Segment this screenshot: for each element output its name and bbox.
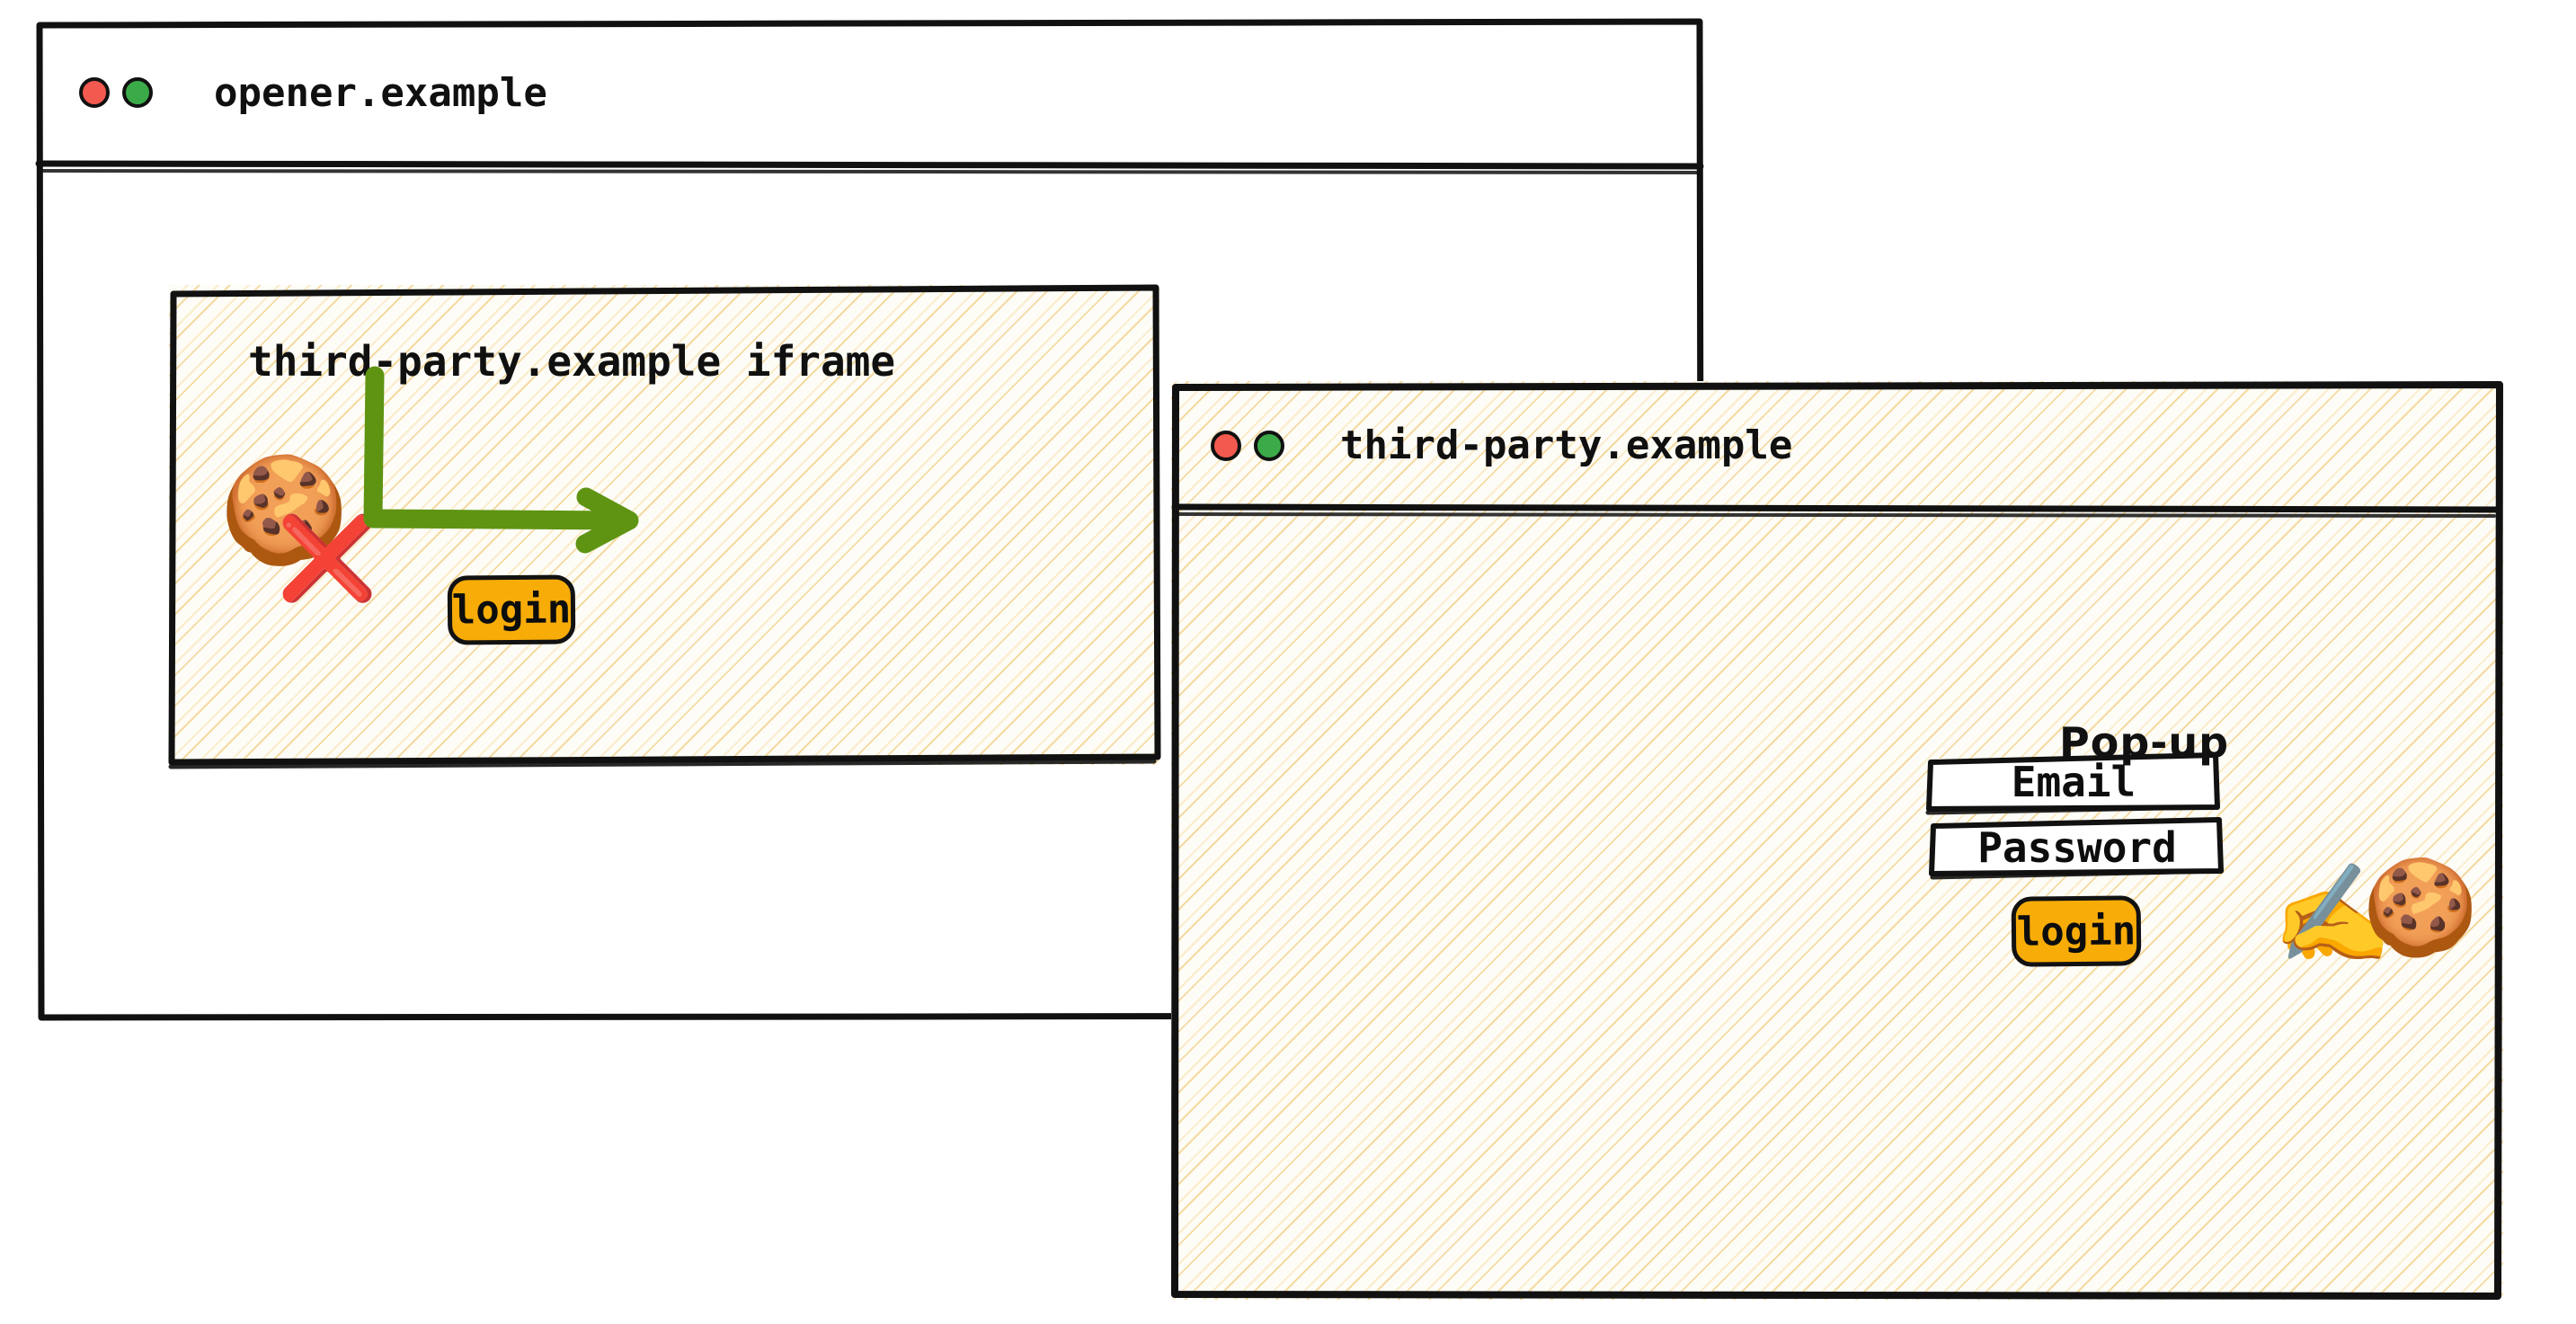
popup-hatched-surface bbox=[1171, 381, 2503, 1300]
popup-caption-label: Pop-up bbox=[2059, 718, 2230, 767]
writing-hand-icon: ✍️ bbox=[2272, 858, 2394, 971]
cookie-icon: 🍪 bbox=[2362, 852, 2479, 962]
popup-titlebar: third-party.example bbox=[1171, 381, 2503, 510]
third-party-popup-window: third-party.example Email Password bbox=[1171, 381, 2503, 1300]
close-dot-icon[interactable] bbox=[1211, 430, 1241, 461]
popup-traffic-lights bbox=[1211, 430, 1284, 461]
email-field-label: Email bbox=[2011, 758, 2136, 806]
opener-titlebar: opener.example bbox=[36, 20, 1703, 165]
popup-window-title: third-party.example bbox=[1340, 422, 1793, 468]
opener-window-title: opener.example bbox=[214, 69, 547, 116]
close-dot-icon[interactable] bbox=[79, 77, 110, 108]
cookie-icon: 🍪 bbox=[219, 449, 350, 571]
password-field[interactable]: Password bbox=[1929, 817, 2224, 880]
blocked-x-icon: ❌ bbox=[277, 511, 378, 606]
iframe-title-label: third-party.example iframe bbox=[248, 337, 896, 386]
minimize-dot-icon[interactable] bbox=[122, 77, 153, 108]
popup-login-button[interactable]: login bbox=[2011, 895, 2142, 967]
iframe-login-button[interactable]: login bbox=[447, 574, 576, 645]
password-field-label: Password bbox=[1977, 823, 2177, 872]
third-party-iframe: third-party.example iframe 🍪 ❌ login bbox=[168, 284, 1161, 769]
opener-traffic-lights bbox=[79, 77, 153, 108]
minimize-dot-icon[interactable] bbox=[1254, 430, 1284, 461]
